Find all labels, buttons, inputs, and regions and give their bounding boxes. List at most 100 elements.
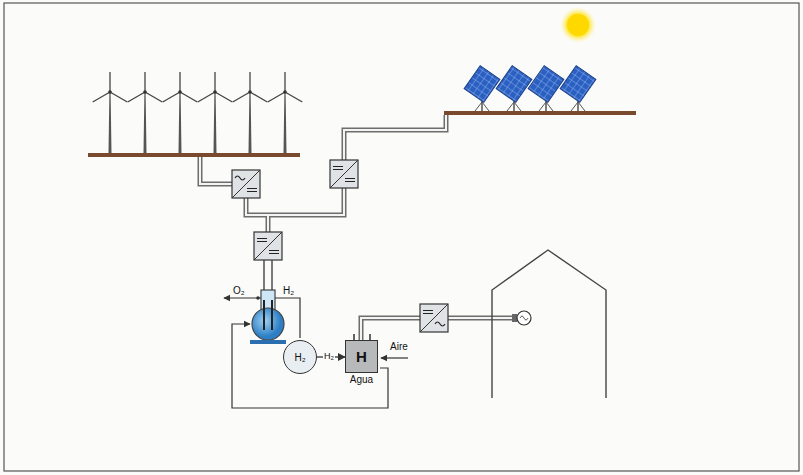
gas-label: H₂	[283, 285, 294, 296]
wire-core	[448, 317, 514, 319]
turbine-blade	[214, 72, 215, 92]
wire	[344, 115, 446, 160]
turbine-blade	[163, 92, 180, 102]
wire	[200, 157, 232, 184]
turbine-tower	[284, 92, 287, 153]
panel-face	[464, 66, 500, 103]
wire-core	[246, 188, 344, 215]
sun-glow	[560, 7, 596, 43]
turbine-tower	[109, 92, 112, 153]
turbine-hub	[108, 90, 112, 94]
converter-diagonal	[330, 160, 358, 188]
panel-stand	[539, 102, 553, 111]
turbine-blade	[268, 92, 285, 102]
electrolyzer-flask	[252, 308, 284, 340]
air-inlet-arrow	[381, 357, 408, 358]
wind-turbine	[198, 72, 233, 153]
solar-panels	[464, 66, 596, 111]
wire-core	[200, 157, 232, 184]
gas-label: O₂	[233, 285, 245, 296]
sun	[567, 14, 589, 36]
turbine-blade	[145, 92, 162, 102]
lamp-bulb	[517, 311, 531, 325]
converter-box	[330, 160, 358, 188]
outside-caption: Agua	[350, 374, 373, 385]
hydrogen-outlet	[275, 298, 300, 338]
wind-turbine	[128, 72, 163, 153]
power-wires	[200, 115, 514, 340]
panel-stand	[507, 102, 521, 111]
turbine-blade	[179, 72, 180, 92]
node-label: H	[356, 348, 367, 365]
converters	[232, 160, 448, 332]
turbine-hub	[143, 90, 147, 94]
wire	[246, 188, 344, 215]
turbine-hub	[178, 90, 182, 94]
wind-ground	[88, 153, 300, 157]
node-label: H₂	[294, 352, 305, 363]
turbine-hub	[283, 90, 287, 94]
solar-panel	[464, 66, 500, 111]
turbine-blade	[198, 92, 215, 102]
turbine-blade	[93, 92, 110, 102]
wire	[266, 215, 271, 232]
fuel-cell: HAgua	[345, 340, 378, 373]
converter-box	[232, 170, 260, 198]
turbine-tower	[144, 92, 147, 153]
lamp-socket	[512, 314, 517, 322]
dc-symbol	[423, 311, 433, 314]
outlet-dot	[256, 296, 260, 300]
ac-symbol	[235, 176, 245, 180]
wind-turbine	[233, 72, 268, 153]
lamp-filament	[520, 316, 528, 320]
water-return-line	[232, 324, 388, 408]
converter-box	[254, 232, 282, 260]
dc-symbol	[333, 167, 343, 170]
turbine-tower	[249, 92, 252, 153]
frame	[4, 3, 799, 471]
dc-symbol	[257, 239, 267, 242]
solar-panel	[496, 66, 532, 111]
power-converter	[330, 160, 358, 188]
turbine-blade	[285, 92, 302, 102]
turbine-blade	[144, 72, 145, 92]
power-converter	[232, 170, 260, 198]
panel-face	[496, 66, 532, 103]
flask-base	[250, 340, 286, 344]
panel-face	[560, 66, 596, 103]
panel-stand	[475, 102, 489, 111]
power-converter	[420, 304, 448, 332]
wind-turbine	[163, 72, 198, 153]
turbine-tower	[179, 92, 182, 153]
wire-core	[267, 215, 269, 232]
dc-symbol	[345, 179, 355, 182]
converter-diagonal	[232, 170, 260, 198]
wind-turbines	[93, 72, 303, 153]
turbine-hub	[213, 90, 217, 94]
turbine-blade	[180, 92, 197, 102]
dc-symbol	[269, 251, 279, 254]
turbine-blade	[110, 92, 127, 102]
turbine-blade	[284, 72, 285, 92]
solar-panel	[560, 66, 596, 111]
wire	[448, 316, 514, 321]
turbine-blade	[215, 92, 232, 102]
ac-symbol	[435, 322, 445, 326]
turbine-blade	[250, 92, 267, 102]
wind-turbine	[268, 72, 303, 153]
air-label: Aire	[390, 341, 408, 352]
turbine-hub	[248, 90, 252, 94]
turbine-blade	[249, 72, 250, 92]
electrodes	[264, 300, 272, 330]
converter-box	[420, 304, 448, 332]
solar-panel	[528, 66, 564, 111]
solar-ground	[444, 111, 636, 115]
panel-face	[528, 66, 564, 103]
panel-stand	[571, 102, 585, 111]
turbine-tower	[214, 92, 217, 153]
turbine-blade	[128, 92, 145, 102]
power-converter	[254, 232, 282, 260]
